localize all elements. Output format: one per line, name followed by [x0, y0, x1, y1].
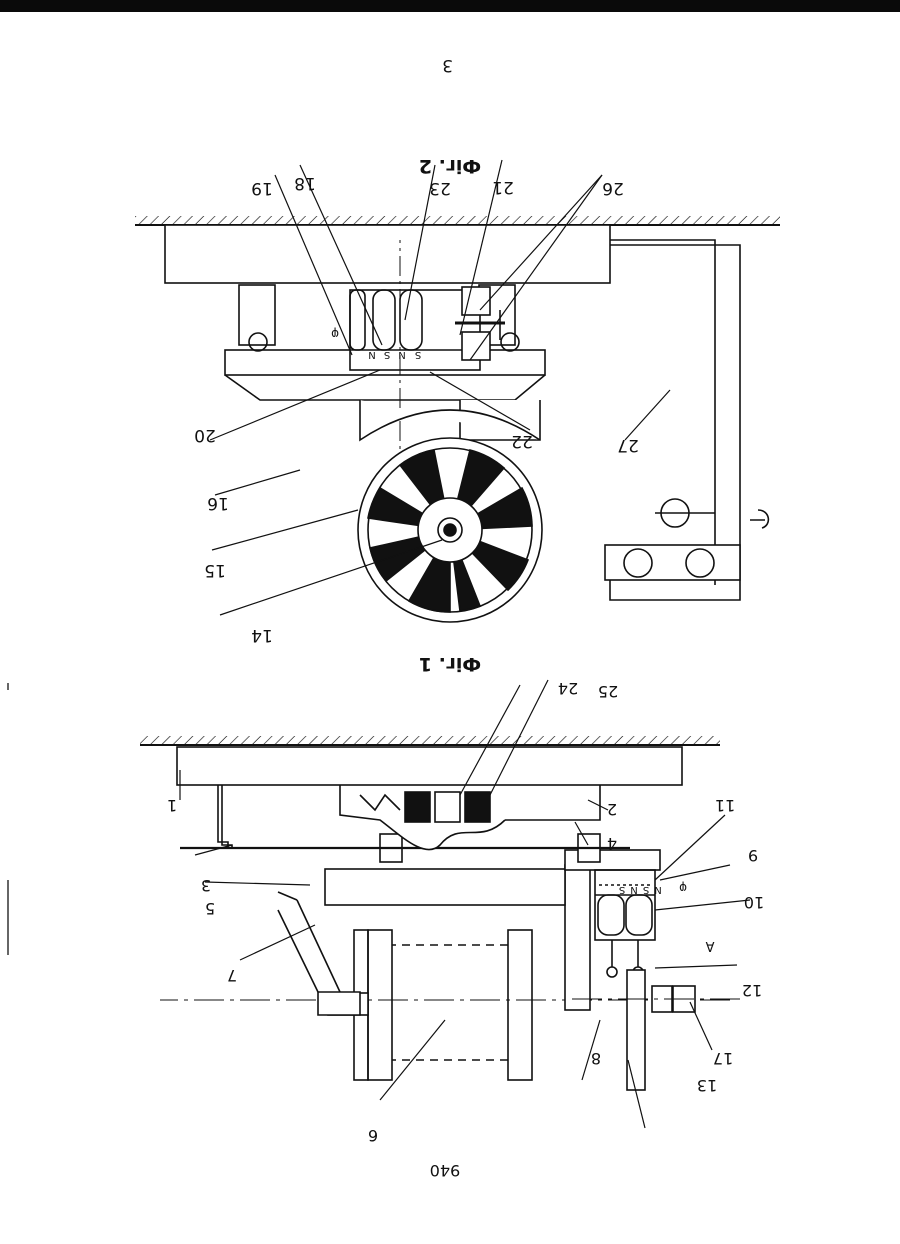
figure-1-caption: Фіг. 1 [419, 653, 481, 675]
label-1: 1 [167, 796, 177, 815]
label-4: 4 [607, 834, 617, 853]
label-8: 8 [591, 1049, 601, 1068]
bracket-27 [605, 240, 768, 600]
label-15: 15 [204, 560, 226, 580]
bracket-7 [278, 892, 360, 1015]
label-23: 23 [429, 178, 451, 198]
label-5: 5 [205, 899, 215, 918]
label-13: 13 [697, 1076, 717, 1095]
view-mark-a: A [705, 938, 714, 953]
label-26: 26 [602, 178, 624, 198]
pole-s-1: S [384, 349, 390, 360]
phi-mark-fig2: φ [331, 327, 339, 341]
label-2: 2 [607, 800, 617, 819]
pole-n-fig1-1: N [630, 884, 637, 895]
label-18: 18 [294, 173, 316, 193]
label-12: 12 [742, 981, 762, 1000]
label-22: 22 [511, 431, 533, 451]
pole-s-fig1-2: S [643, 884, 649, 895]
figure-2 [135, 160, 780, 622]
label-24: 24 [558, 679, 578, 698]
pole-n-fig1-2: N [654, 884, 661, 895]
pole-n-2: N [398, 349, 405, 360]
label-11: 11 [715, 796, 735, 815]
motor-2 [340, 785, 600, 850]
label-16: 16 [207, 493, 229, 513]
carriage-5 [325, 869, 565, 905]
figure-1 [140, 680, 750, 1128]
fig1-labels: Фіг. 1 24 25 1 2 11 4 9 3 5 10 7 12 8 17… [167, 653, 764, 1180]
page-footer: 940 [430, 1161, 461, 1180]
figure-2-caption: Фіг. 2 [419, 155, 481, 177]
label-14: 14 [251, 625, 273, 645]
phi-mark-fig1: φ [679, 881, 687, 895]
pole-n-1: N [368, 349, 375, 360]
pole-s-2: S [415, 349, 421, 360]
label-25: 25 [598, 682, 618, 701]
label-19: 19 [251, 178, 273, 198]
label-6: 6 [368, 1126, 378, 1145]
shaft-8 [570, 970, 740, 1090]
label-20: 20 [194, 425, 216, 445]
label-17: 17 [713, 1049, 733, 1068]
page-marker: 3 [442, 55, 453, 75]
label-27: 27 [617, 435, 639, 455]
ceiling-fig2 [135, 216, 780, 283]
label-7: 7 [227, 966, 237, 985]
label-21: 21 [492, 177, 514, 197]
label-10: 10 [744, 893, 764, 912]
label-9: 9 [748, 846, 758, 865]
plate-1 [140, 736, 720, 785]
label-3: 3 [201, 876, 211, 895]
pole-s-fig1-1: S [619, 884, 625, 895]
